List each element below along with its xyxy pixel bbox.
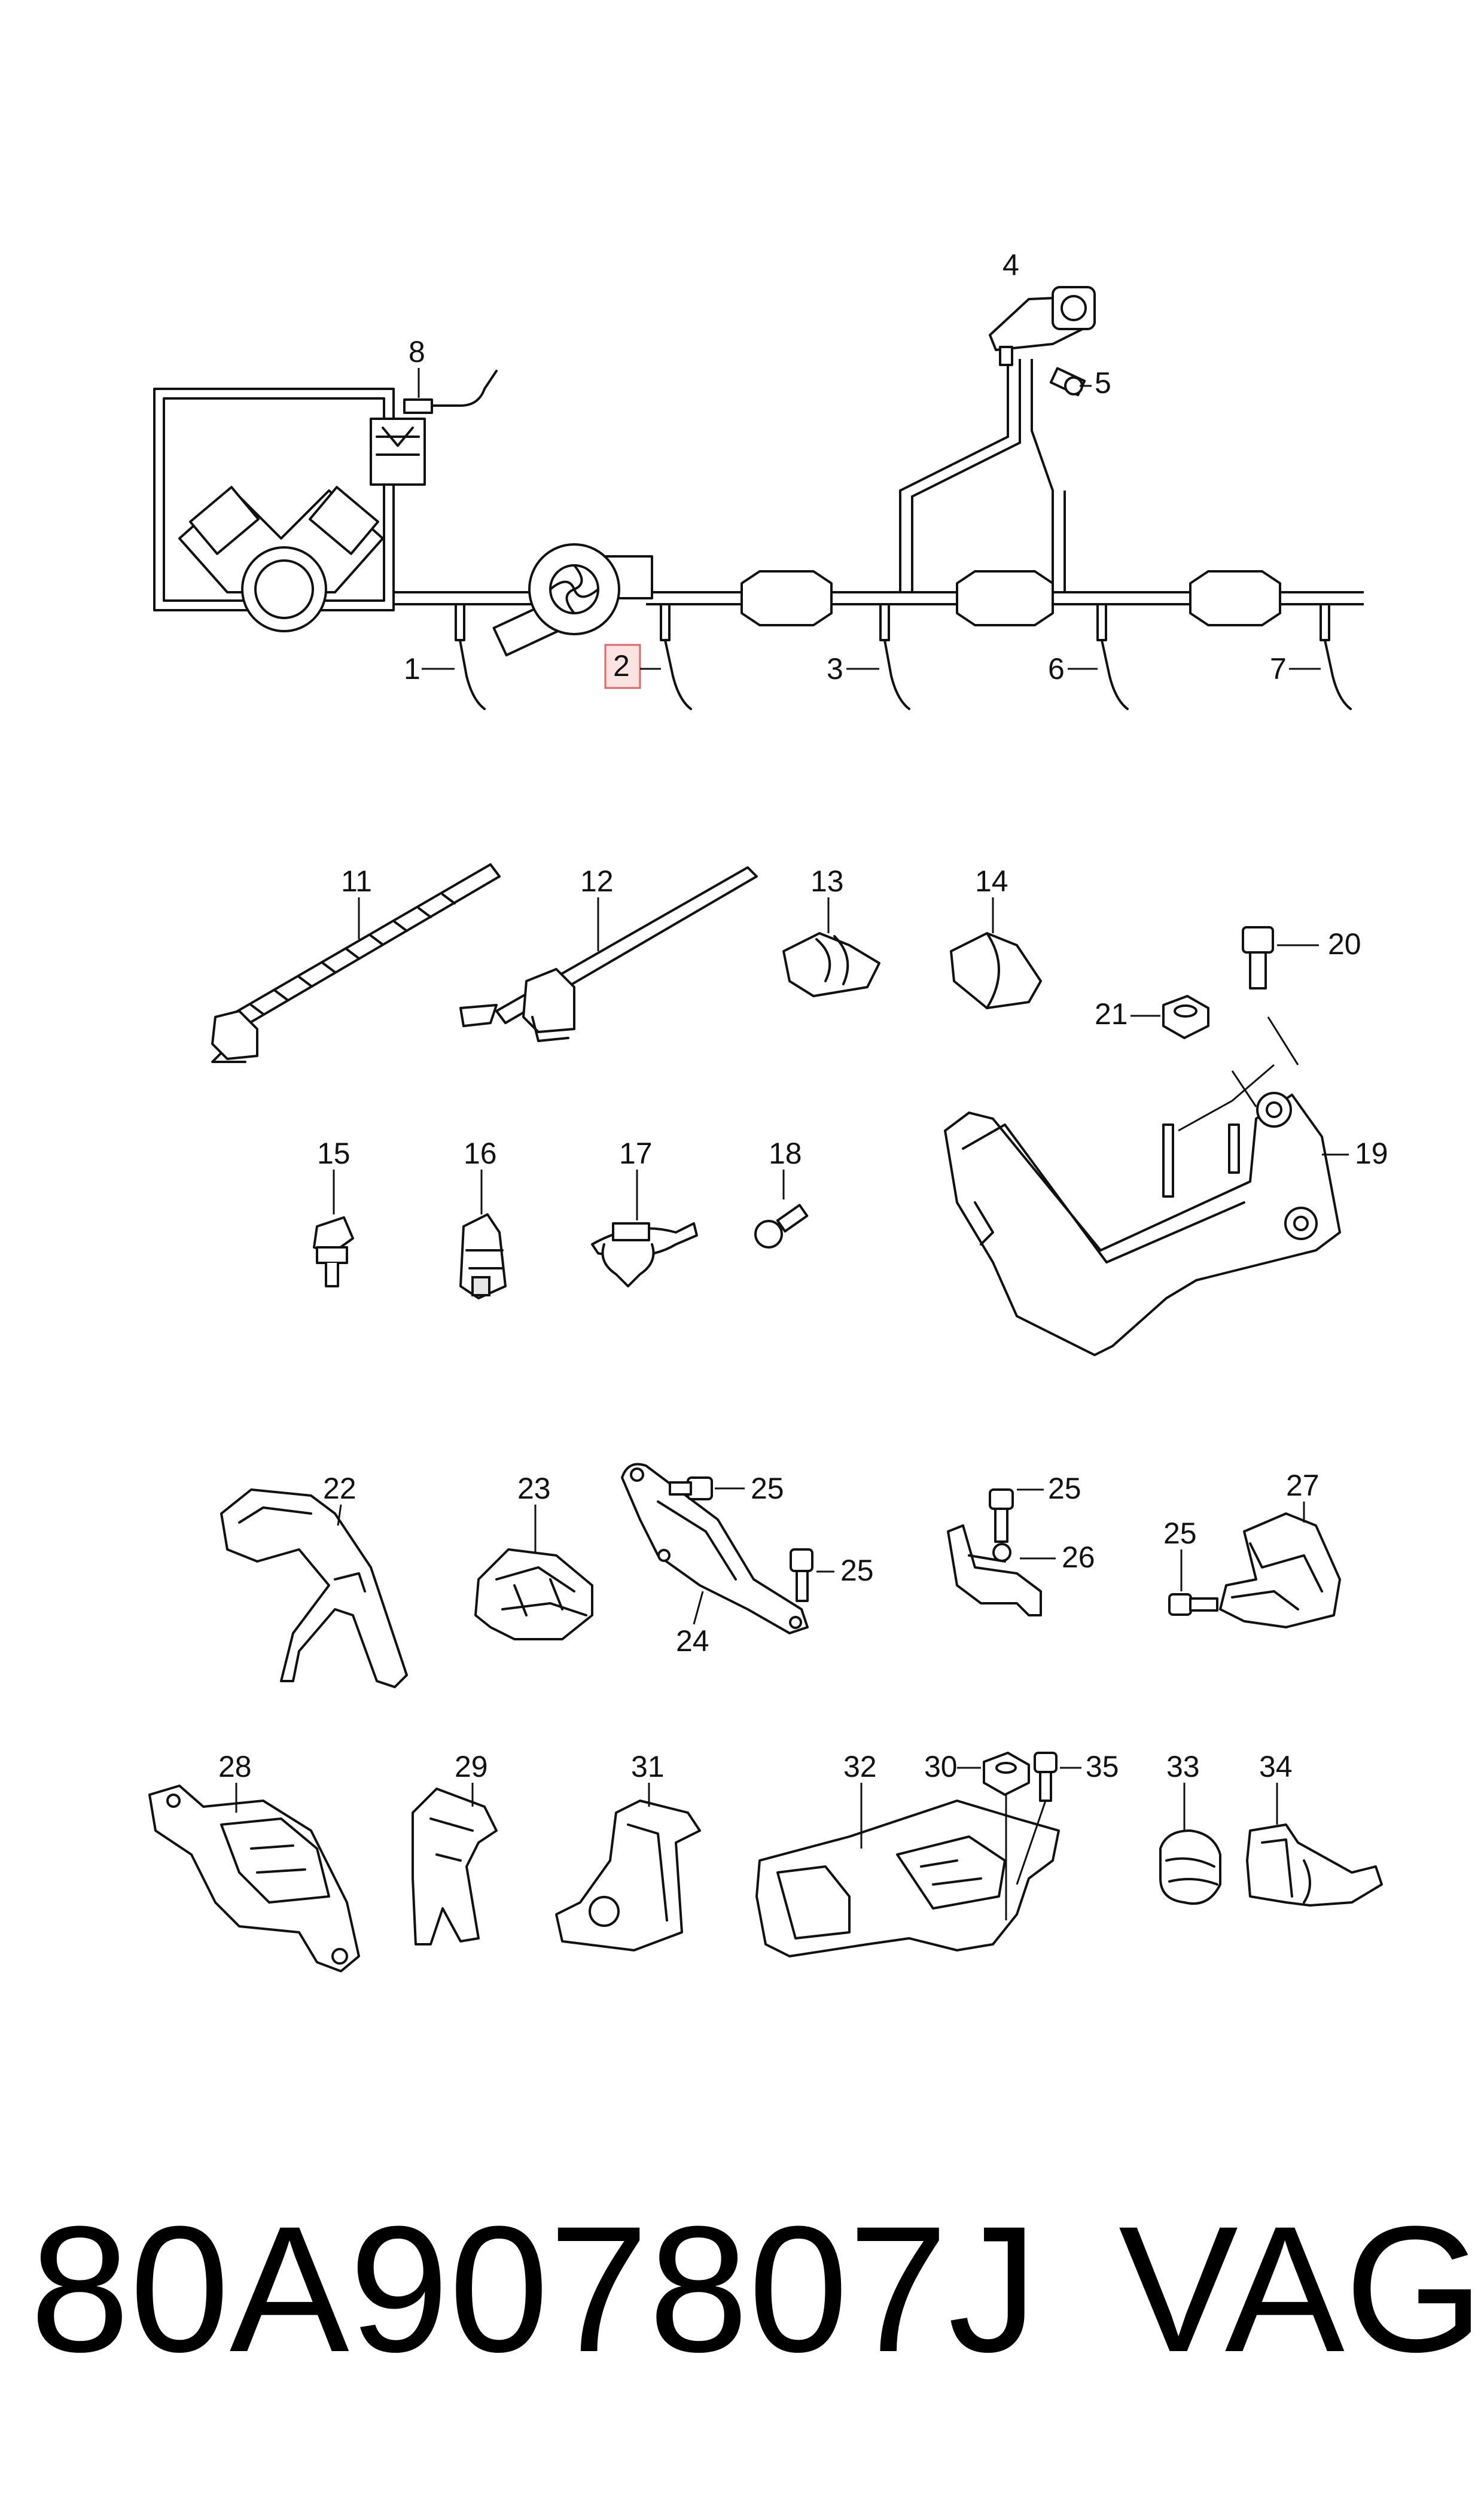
screw-icon bbox=[669, 1476, 713, 1500]
callout-13: 13 bbox=[810, 864, 844, 898]
callout-25-c: 25 bbox=[1048, 1472, 1081, 1505]
bolt-icon bbox=[1016, 1752, 1058, 1885]
bracket-24 bbox=[621, 1463, 809, 1634]
callout-6: 6 bbox=[1048, 652, 1065, 686]
exhaust-pipe-front bbox=[394, 591, 532, 605]
callout-23: 23 bbox=[517, 1472, 551, 1505]
push-clip-15 bbox=[313, 1216, 354, 1287]
callout-11: 11 bbox=[341, 864, 372, 898]
callout-18: 18 bbox=[769, 1137, 802, 1170]
bracket-22 bbox=[220, 1488, 408, 1688]
catalytic-converter-3 bbox=[1189, 570, 1281, 626]
bolt-icon bbox=[1242, 926, 1274, 989]
bracket-27 bbox=[1219, 1512, 1341, 1628]
callout-29: 29 bbox=[455, 1750, 488, 1783]
bolt-icon bbox=[1049, 367, 1086, 397]
exhaust-system-overview: 8 4 5 1 2 3 6 7 bbox=[153, 248, 1364, 710]
clip-14 bbox=[950, 932, 1042, 1009]
callout-25-d: 25 bbox=[1163, 1517, 1197, 1550]
callout-22: 22 bbox=[323, 1472, 356, 1505]
callout-24: 24 bbox=[676, 1624, 709, 1658]
callout-8: 8 bbox=[409, 335, 425, 369]
clip-23 bbox=[474, 1548, 593, 1640]
callout-26: 26 bbox=[1062, 1540, 1095, 1574]
catalytic-converter-1 bbox=[741, 570, 833, 626]
callout-14: 14 bbox=[975, 864, 1008, 898]
clip-33 bbox=[1159, 1829, 1221, 1905]
screw-icon bbox=[1168, 1593, 1218, 1616]
expanding-clip-17 bbox=[591, 1222, 698, 1287]
callout-2: 2 bbox=[613, 649, 630, 683]
sensor-probe-2 bbox=[660, 603, 692, 710]
pressure-sensor bbox=[989, 286, 1096, 366]
catalytic-converter-2 bbox=[956, 570, 1054, 626]
part-number: 80A907807J bbox=[30, 2188, 1038, 2389]
callout-20: 20 bbox=[1328, 927, 1361, 961]
sensor-probe-3 bbox=[879, 603, 910, 710]
sensor-probe-6 bbox=[1096, 603, 1129, 710]
callout-33: 33 bbox=[1166, 1750, 1200, 1783]
callout-4: 4 bbox=[1002, 248, 1019, 282]
callout-31: 31 bbox=[631, 1750, 665, 1783]
callout-17: 17 bbox=[619, 1137, 653, 1170]
callout-16: 16 bbox=[464, 1137, 497, 1170]
highlight-box bbox=[604, 644, 641, 689]
callout-3: 3 bbox=[827, 652, 843, 686]
screw-icon bbox=[989, 1488, 1014, 1543]
bracket-26 bbox=[947, 1524, 1042, 1616]
parts-row-4: 28 29 31 32 30 bbox=[148, 1750, 1383, 1972]
clip-34 bbox=[1246, 1823, 1383, 1907]
cable-tie-12 bbox=[459, 866, 758, 1042]
callout-12: 12 bbox=[580, 864, 614, 898]
heat-exchanger bbox=[370, 418, 426, 486]
callout-21: 21 bbox=[1095, 997, 1128, 1031]
brand-name: VAG bbox=[1119, 2188, 1484, 2389]
cable-tie-11 bbox=[211, 863, 501, 1063]
callout-35: 35 bbox=[1086, 1750, 1119, 1783]
sensor-probe-7 bbox=[1320, 603, 1352, 710]
parts-row-3: 22 23 24 25 25 bbox=[220, 1463, 1341, 1688]
bracket-32 bbox=[755, 1800, 1060, 1957]
temperature-sensor-8 bbox=[403, 370, 498, 414]
callout-28: 28 bbox=[218, 1750, 252, 1783]
callout-32: 32 bbox=[843, 1750, 877, 1783]
callout-30: 30 bbox=[924, 1750, 958, 1783]
clip-13 bbox=[782, 932, 880, 997]
screw-icon bbox=[790, 1548, 813, 1602]
parts-row-1: 11 12 13 14 20 bbox=[211, 863, 1388, 1356]
bracket-19 bbox=[944, 1016, 1341, 1356]
callout-25-b: 25 bbox=[840, 1554, 874, 1587]
callout-34: 34 bbox=[1259, 1750, 1293, 1783]
callout-19: 19 bbox=[1355, 1137, 1388, 1170]
callout-25-a: 25 bbox=[751, 1472, 784, 1505]
parts-row-2: 15 16 17 18 bbox=[313, 1137, 809, 1299]
callout-15: 15 bbox=[317, 1137, 351, 1170]
engine-block bbox=[178, 486, 384, 632]
turbocharger bbox=[492, 543, 653, 657]
exhaust-pipe-rear bbox=[1280, 591, 1364, 605]
screw-icon bbox=[754, 1204, 809, 1249]
callout-1: 1 bbox=[404, 652, 420, 686]
bracket-31 bbox=[555, 1800, 701, 1951]
nut-icon bbox=[983, 1752, 1030, 1920]
pressure-sensor-lines bbox=[899, 359, 1021, 592]
callout-7: 7 bbox=[1270, 652, 1287, 686]
callout-27: 27 bbox=[1286, 1469, 1320, 1502]
clip-16 bbox=[459, 1213, 507, 1299]
callout-5: 5 bbox=[1095, 366, 1111, 400]
bracket-28 bbox=[148, 1785, 360, 1972]
nut-icon bbox=[1162, 995, 1209, 1039]
bracket-29 bbox=[412, 1788, 498, 1945]
sensor-probe-1 bbox=[455, 603, 486, 710]
